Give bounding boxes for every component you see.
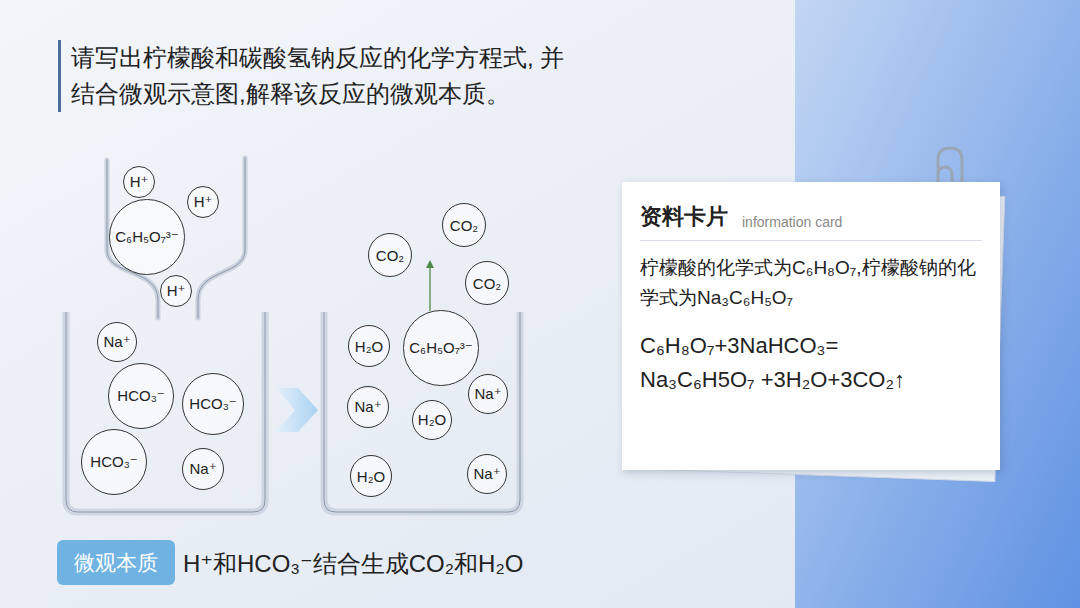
ion-formula: Na⁺ <box>473 465 500 483</box>
ion-formula: H⁺ <box>167 282 186 300</box>
ion-formula: CO₂ <box>473 275 501 292</box>
particle-circle: CO₂ <box>442 203 486 247</box>
ion-formula: CO₂ <box>450 217 478 234</box>
chemical-equation: C₆H₈O₇+3NaHCO₃= Na₃C₆H5O₇ +3H₂O+3CO₂↑ <box>640 329 940 397</box>
particle-circle: Na⁺ <box>467 454 507 494</box>
particle-circle: Na⁺ <box>97 322 137 362</box>
info-card: 资料卡片 information card 柠檬酸的化学式为C₆H₈O₇,柠檬酸钠的… <box>622 182 1000 470</box>
particle-circle: H⁺ <box>187 186 219 218</box>
ion-formula: HCO₃⁻ <box>189 395 236 413</box>
card-heading: 资料卡片 <box>640 202 728 232</box>
card-subtitle: information card <box>742 214 842 232</box>
ion-formula: H₂O <box>357 468 385 485</box>
particle-circle: CO₂ <box>465 261 509 305</box>
particle-circle: H₂O <box>350 455 392 497</box>
ion-formula: Na⁺ <box>189 460 216 478</box>
particle-circle: H₂O <box>412 400 452 440</box>
ion-formula: Na⁺ <box>474 385 501 403</box>
particle-circle: H⁺ <box>160 275 192 307</box>
ion-formula: Na⁺ <box>354 398 381 416</box>
particle-circle: Na⁺ <box>347 386 389 428</box>
particle-circle: H₂O <box>348 325 390 367</box>
reaction-arrow <box>276 388 318 432</box>
particle-circle: CO₂ <box>368 233 412 277</box>
ion-formula: H⁺ <box>194 193 213 211</box>
ion-formula: HCO₃⁻ <box>90 453 137 471</box>
card-body: 柠檬酸的化学式为C₆H₈O₇,柠檬酸钠的化学式为Na₃C₆H₅O₇ <box>640 253 982 313</box>
tag-text: 微观本质 <box>74 549 158 577</box>
particle-circle: C₆H₅O₇³⁻ <box>403 310 479 386</box>
ion-formula: HCO₃⁻ <box>117 387 164 405</box>
ion-formula: C₆H₅O₇³⁻ <box>115 228 179 246</box>
particle-circle: HCO₃⁻ <box>182 373 244 435</box>
ion-formula: H₂O <box>355 338 383 355</box>
ion-formula: H₂O <box>418 411 446 428</box>
beaker <box>66 312 265 512</box>
ion-formula: Na⁺ <box>103 333 130 351</box>
particle-circle: H⁺ <box>123 166 155 198</box>
ion-formula: H⁺ <box>130 173 149 191</box>
funnel <box>107 158 245 318</box>
gas-arrow <box>426 260 434 311</box>
slide-title: 请写出柠檬酸和碳酸氢钠反应的化学方程式, 并结合微观示意图,解释该反应的微观本质… <box>58 40 571 112</box>
essence-statement: H⁺和HCO₃⁻结合生成CO₂和H₂O <box>183 548 523 580</box>
beaker <box>324 312 520 512</box>
particle-circle: Na⁺ <box>468 374 508 414</box>
particle-circle: C₆H₅O₇³⁻ <box>109 199 185 275</box>
particle-circle: HCO₃⁻ <box>81 429 147 495</box>
ion-formula: CO₂ <box>376 247 404 264</box>
particle-circle: Na⁺ <box>182 448 224 490</box>
tag-box: 微观本质 <box>57 540 175 585</box>
particle-circle: HCO₃⁻ <box>108 363 174 429</box>
ion-formula: C₆H₅O₇³⁻ <box>409 339 473 357</box>
